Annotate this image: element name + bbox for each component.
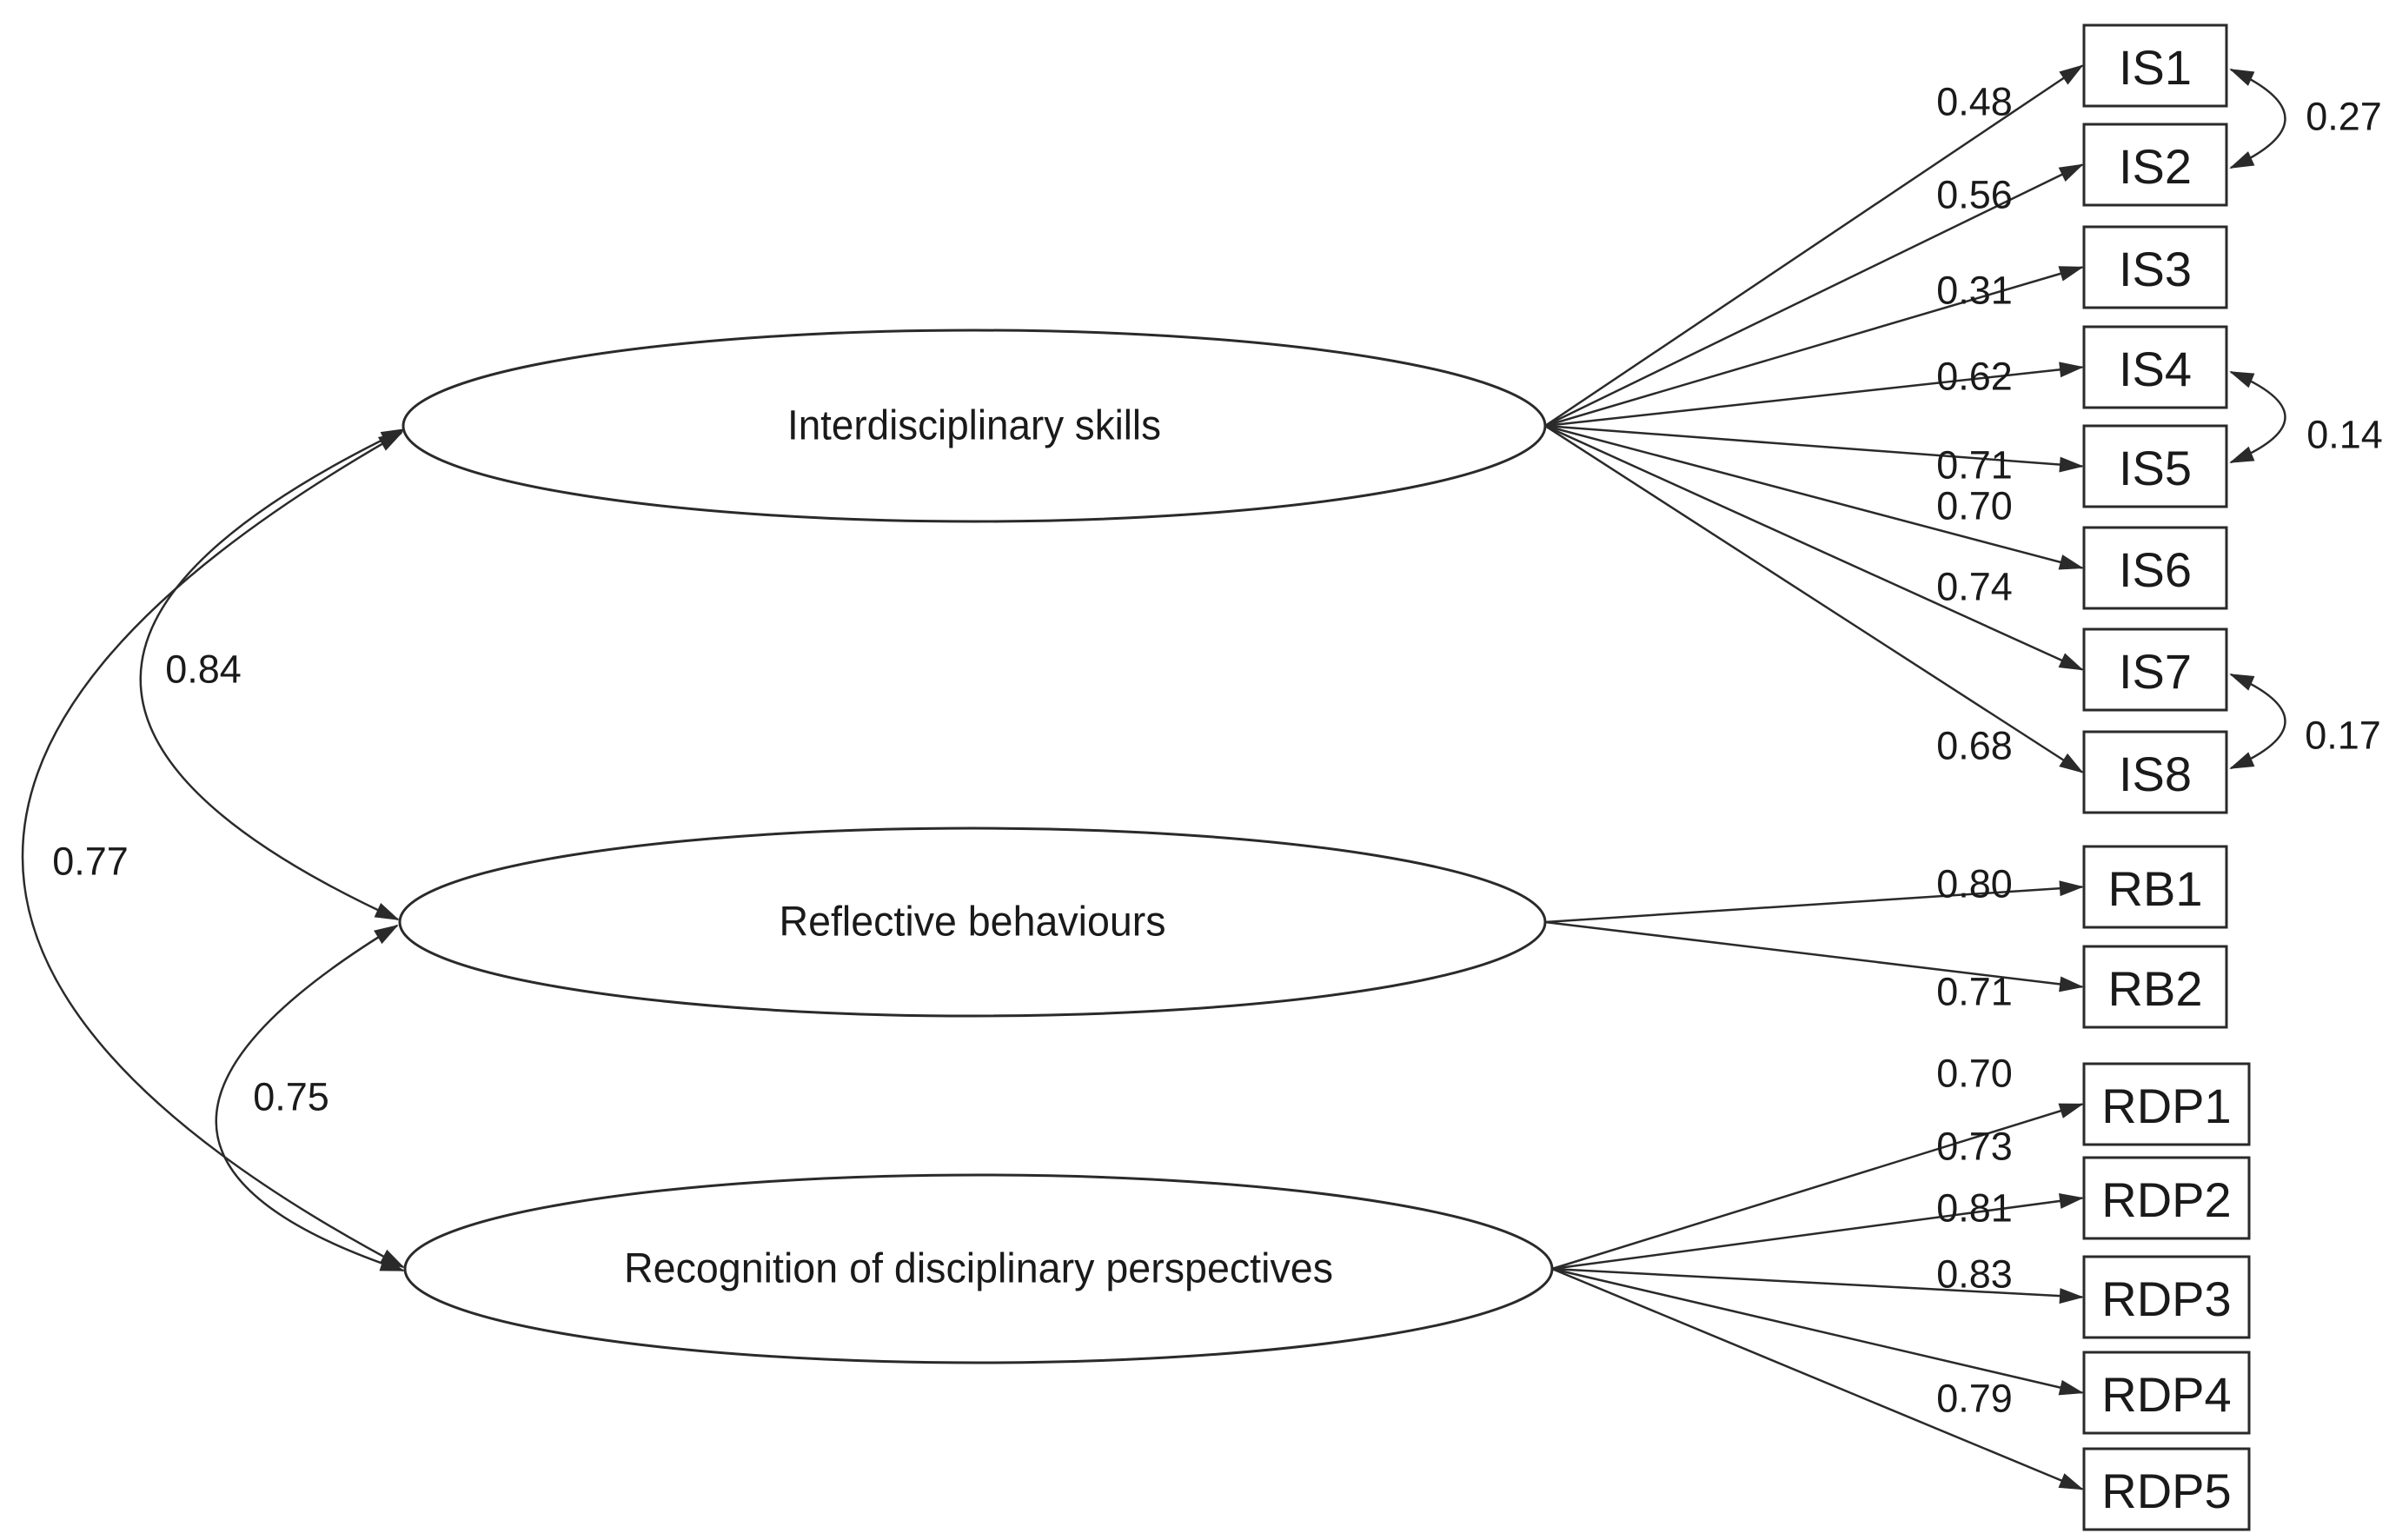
loading-label-RB2: 0.71 — [1936, 970, 2013, 1014]
indicator-label-IS6: IS6 — [2119, 542, 2192, 597]
loading-label-IS1: 0.48 — [1936, 80, 2013, 124]
indicator-label-RDP1: RDP1 — [2101, 1079, 2231, 1133]
error-covariance-arc-IS1-IS2 — [2229, 68, 2286, 169]
indicator-box-IS3 — [2082, 225, 2228, 309]
loading-label-IS8: 0.68 — [1936, 724, 2013, 768]
indicator-box-RDP4 — [2082, 1351, 2251, 1435]
covariance-curve-IS-RB — [139, 428, 406, 921]
loading-arrow-RDP5 — [1551, 1267, 2084, 1490]
covariance-label-IS-RB: 0.84 — [165, 647, 242, 692]
indicator-label-RDP4: RDP4 — [2101, 1367, 2231, 1422]
error-covariance-label-IS4-IS5: 0.14 — [2306, 413, 2383, 457]
indicator-box-IS8 — [2082, 730, 2228, 814]
loading-arrow-RDP2 — [1551, 1193, 2084, 1271]
loading-label-RDP2: 0.73 — [1936, 1125, 2013, 1169]
loading-arrow-IS1 — [1544, 64, 2084, 428]
indicator-label-RDP3: RDP3 — [2101, 1271, 2231, 1326]
error-covariance-label-IS7-IS8: 0.17 — [2305, 714, 2381, 758]
latent-ellipse-RDP — [403, 1173, 1554, 1364]
indicator-label-RDP2: RDP2 — [2101, 1172, 2231, 1227]
loading-arrow-IS7 — [1544, 424, 2084, 671]
latent-label-RB: Reflective behaviours — [780, 899, 1166, 946]
indicator-label-IS4: IS4 — [2119, 342, 2192, 396]
covariance-label-RB-RDP: 0.75 — [253, 1075, 329, 1119]
indicator-box-IS7 — [2082, 627, 2228, 712]
error-covariance-arc-IS7-IS8 — [2229, 673, 2286, 770]
loading-label-IS2: 0.56 — [1936, 173, 2013, 217]
loading-label-RDP4: 0.83 — [1936, 1252, 2013, 1297]
indicator-box-IS2 — [2082, 123, 2228, 207]
indicator-box-IS4 — [2082, 325, 2228, 409]
covariance-curve-IS-RDP — [21, 431, 405, 1269]
covariance-curve-RB-RDP — [215, 924, 405, 1272]
loading-label-IS4: 0.62 — [1936, 355, 2013, 399]
loading-label-RB1: 0.80 — [1936, 862, 2013, 906]
latent-label-IS: Interdisciplinary skills — [787, 403, 1161, 449]
indicator-box-RB2 — [2082, 945, 2228, 1029]
indicator-box-RDP1 — [2082, 1062, 2251, 1146]
indicator-box-IS5 — [2082, 424, 2228, 508]
loading-label-RDP3: 0.81 — [1936, 1186, 2013, 1231]
loading-label-RDP5: 0.79 — [1936, 1377, 2013, 1421]
loading-arrow-RB1 — [1544, 880, 2084, 924]
loading-arrow-RDP3 — [1551, 1267, 2084, 1304]
latent-ellipse-RB — [398, 826, 1547, 1018]
loading-label-IS5: 0.71 — [1936, 443, 2013, 488]
latent-label-RDP: Recognition of disciplinary perspectives — [624, 1246, 1333, 1292]
indicator-label-RB2: RB2 — [2108, 961, 2203, 1016]
indicator-label-IS1: IS1 — [2119, 40, 2192, 95]
loading-arrow-IS6 — [1544, 424, 2084, 570]
loading-label-IS7: 0.74 — [1936, 565, 2013, 609]
indicator-label-IS3: IS3 — [2119, 242, 2192, 296]
loading-arrow-IS5 — [1544, 424, 2084, 473]
loading-arrow-IS8 — [1544, 424, 2084, 773]
error-covariance-label-IS1-IS2: 0.27 — [2306, 95, 2382, 139]
indicator-label-IS7: IS7 — [2119, 644, 2192, 699]
indicator-label-RDP5: RDP5 — [2101, 1464, 2231, 1518]
loading-label-IS6: 0.70 — [1936, 484, 2013, 528]
indicator-label-IS8: IS8 — [2119, 747, 2192, 801]
indicator-box-RB1 — [2082, 845, 2228, 929]
loading-label-IS3: 0.31 — [1936, 269, 2013, 313]
loading-arrow-RDP4 — [1551, 1267, 2084, 1396]
indicator-label-IS5: IS5 — [2119, 441, 2192, 495]
loading-arrow-IS4 — [1544, 362, 2084, 428]
error-covariance-arc-IS4-IS5 — [2229, 370, 2286, 464]
indicator-box-RDP2 — [2082, 1156, 2251, 1240]
indicator-label-IS2: IS2 — [2119, 139, 2192, 194]
indicator-box-IS6 — [2082, 526, 2228, 610]
loading-arrow-IS3 — [1544, 266, 2084, 428]
indicator-box-IS1 — [2082, 23, 2228, 108]
loading-arrow-RB2 — [1544, 920, 2084, 992]
latent-ellipse-IS — [401, 329, 1547, 523]
indicator-box-RDP3 — [2082, 1255, 2251, 1339]
indicator-box-RDP5 — [2082, 1447, 2251, 1531]
indicator-label-RB1: RB1 — [2108, 861, 2203, 916]
loading-arrow-RDP1 — [1551, 1103, 2084, 1271]
loading-label-RDP1: 0.70 — [1936, 1052, 2013, 1096]
covariance-label-IS-RDP: 0.77 — [52, 840, 129, 884]
loading-arrow-IS2 — [1544, 163, 2084, 428]
